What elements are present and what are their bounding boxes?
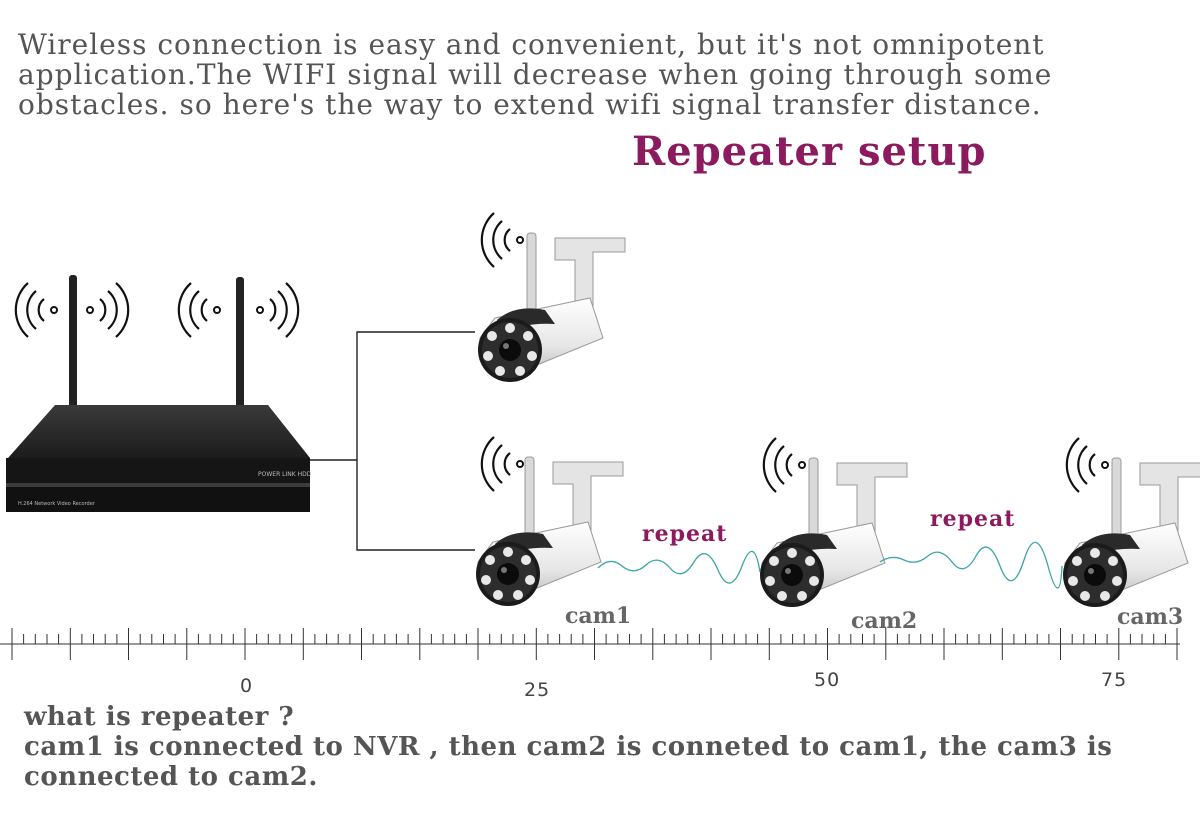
repeater-explanation: what is repeater ? cam1 is connected to … bbox=[24, 702, 1194, 792]
footer-question: what is repeater ? bbox=[24, 702, 295, 732]
ruler-label-0: 0 bbox=[240, 675, 254, 697]
nvr-antenna-right bbox=[236, 277, 244, 410]
nvr-antenna-left bbox=[69, 275, 77, 410]
diagram-title: Repeater setup bbox=[632, 128, 987, 175]
intro-line-1: Wireless connection is easy and convenie… bbox=[18, 28, 1045, 61]
intro-line-3: obstacles. so here's the way to extend w… bbox=[18, 88, 1042, 121]
wifi-signal-icon bbox=[255, 281, 300, 339]
nvr-device: POWER LINK HDD H.264 Network Video Recor… bbox=[6, 275, 312, 512]
wired-link-top bbox=[310, 331, 475, 461]
repeat-label-1: repeat bbox=[642, 521, 728, 547]
nvr-front-label-2: H.264 Network Video Recorder bbox=[18, 501, 96, 507]
repeat-label-2: repeat bbox=[930, 506, 1016, 532]
wifi-signal-icon bbox=[14, 281, 59, 339]
wired-link-cam1 bbox=[356, 460, 475, 551]
wifi-signal-icon bbox=[480, 211, 525, 269]
ruler-label-75: 75 bbox=[1101, 669, 1128, 691]
footer-line-1: cam1 is connected to NVR , then cam2 is … bbox=[24, 732, 1113, 762]
wifi-signal-icon bbox=[85, 281, 130, 339]
cam3-label: cam3 bbox=[1117, 604, 1184, 630]
ruler-label-50: 50 bbox=[814, 669, 841, 691]
footer-line-2: connected to cam2. bbox=[24, 762, 318, 792]
camera-top bbox=[477, 211, 626, 383]
wifi-signal-icon bbox=[480, 435, 525, 493]
cam2-label: cam2 bbox=[851, 608, 918, 634]
distance-ruler bbox=[0, 628, 1180, 660]
camera-cam3 bbox=[1062, 436, 1200, 608]
repeat-signal-wave-2 bbox=[879, 541, 1063, 589]
wifi-signal-icon bbox=[1065, 436, 1110, 494]
camera-cam2 bbox=[759, 436, 908, 608]
wifi-signal-icon bbox=[762, 436, 807, 494]
nvr-front-label-1: POWER LINK HDD bbox=[258, 471, 312, 478]
ruler-label-25: 25 bbox=[524, 679, 551, 701]
wifi-signal-icon bbox=[177, 281, 222, 339]
intro-line-2: application.The WIFI signal will decreas… bbox=[18, 58, 1053, 91]
camera-cam1 bbox=[475, 435, 624, 607]
repeat-signal-wave-1 bbox=[597, 550, 761, 584]
intro-paragraph: Wireless connection is easy and convenie… bbox=[18, 30, 1188, 120]
cam1-label: cam1 bbox=[565, 603, 632, 629]
